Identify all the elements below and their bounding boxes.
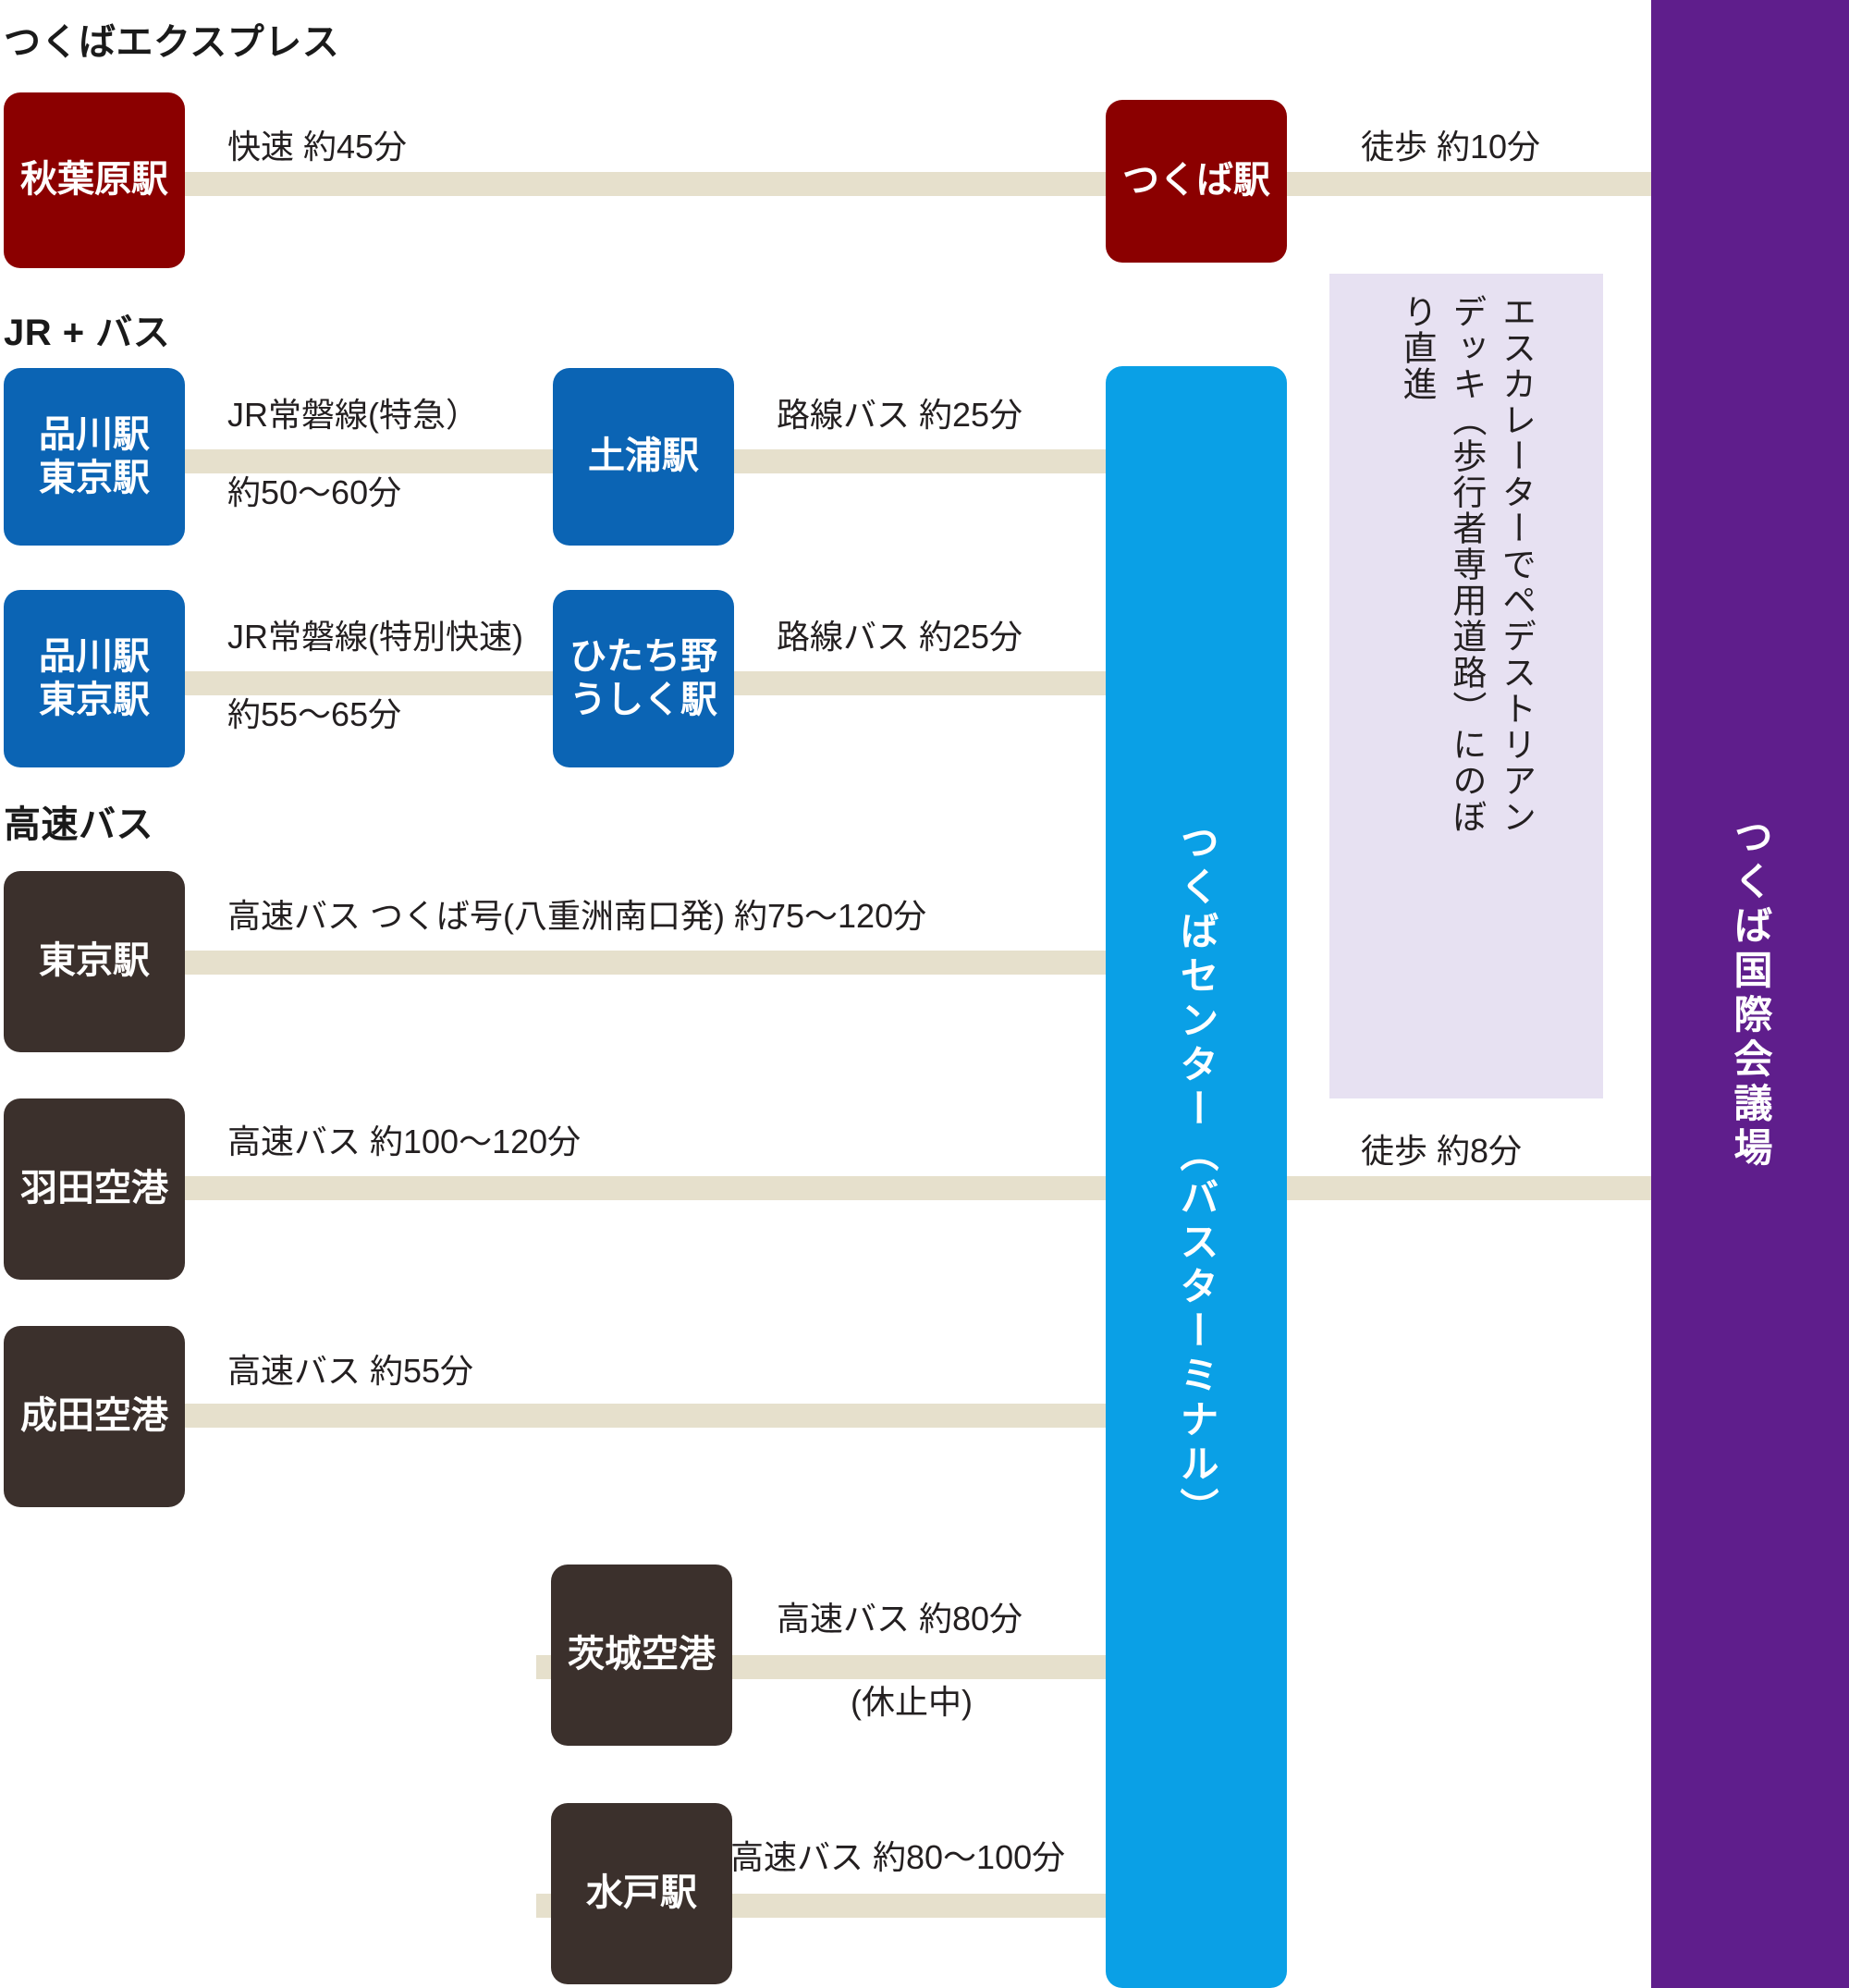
- section-heading-jr-bus: JR + バス: [4, 313, 171, 353]
- section-heading-highway-bus: 高速バス: [4, 804, 153, 845]
- node-hitachino-ushiku-station[interactable]: ひたち野 うしく駅: [553, 590, 734, 767]
- connector-center-venue: [1283, 1176, 1653, 1200]
- route-label-haneda-bus: 高速バス 約100〜120分: [227, 1123, 582, 1160]
- node-tsuchiura-station[interactable]: 土浦駅: [553, 368, 734, 546]
- node-shinagawa-tokyo-1[interactable]: 品川駅 東京駅: [4, 368, 185, 546]
- node-tsukuba-center[interactable]: つくばセンター（バスターミナル）: [1106, 366, 1287, 1988]
- node-ibaraki-airport-label: 茨城空港: [568, 1634, 716, 1675]
- node-tsukuba-international-congress-center[interactable]: つくば国際会議場: [1651, 0, 1849, 1988]
- route-label-jr-joban-ltd-exp: JR常磐線(特急）: [227, 396, 479, 434]
- connector-tokyo-station-center: [176, 951, 1119, 975]
- node-narita-airport-label: 成田空港: [20, 1395, 168, 1437]
- connector-tsukuba-station-venue: [1283, 172, 1653, 196]
- route-label-narita-bus: 高速バス 約55分: [227, 1352, 474, 1390]
- node-hitachino-ushiku-station-label: ひたち野 うしく駅: [569, 635, 717, 720]
- node-shinagawa-tokyo-2-label: 品川駅 東京駅: [39, 635, 150, 720]
- node-shinagawa-tokyo-1-label: 品川駅 東京駅: [39, 413, 150, 498]
- node-akihabara-station[interactable]: 秋葉原駅: [4, 92, 185, 268]
- route-label-center-walk: 徒歩 約8分: [1361, 1132, 1523, 1170]
- connector-akihabara-tsukuba: [176, 172, 1109, 196]
- node-tsukuba-center-label: つくばセンター（バスターミナル）: [1175, 822, 1218, 1532]
- route-label-akihabara-tsukuba: 快速 約45分: [227, 128, 408, 166]
- route-label-mito-bus: 高速バス 約80〜100分: [730, 1838, 1066, 1876]
- section-heading-tsukuba-express: つくばエクスプレス: [4, 22, 340, 63]
- node-tokyo-station-label: 東京駅: [39, 940, 150, 982]
- node-ibaraki-airport[interactable]: 茨城空港: [551, 1565, 732, 1746]
- route-label-ushiku-bus: 路線バス 約25分: [777, 618, 1023, 656]
- node-venue-label: つくば国際会議場: [1729, 816, 1772, 1172]
- node-haneda-airport-label: 羽田空港: [20, 1168, 168, 1209]
- route-label-tsuchiura-bus: 路線バス 約25分: [777, 396, 1023, 434]
- route-label-jr-joban-rapid: JR常磐線(特別快速): [227, 618, 523, 656]
- connector-tokyo-ushiku: [176, 671, 564, 695]
- route-label-tsukuba-station-walk: 徒歩 約10分: [1361, 128, 1541, 166]
- node-haneda-airport[interactable]: 羽田空港: [4, 1098, 185, 1280]
- route-label-jr-joban-ltd-exp-duration: 約50〜60分: [227, 473, 402, 511]
- route-label-tokyo-highway-bus: 高速バス つくば号(八重洲南口発) 約75〜120分: [227, 897, 927, 935]
- node-tsuchiura-station-label: 土浦駅: [588, 436, 699, 477]
- node-mito-station[interactable]: 水戸駅: [551, 1803, 732, 1984]
- node-mito-station-label: 水戸駅: [586, 1872, 697, 1914]
- node-narita-airport[interactable]: 成田空港: [4, 1326, 185, 1507]
- connector-narita-center: [176, 1404, 1119, 1428]
- escalator-note-text: エスカレーターでペデストリアンデッキ（歩行者専用道路）にのぼり直進: [1398, 294, 1536, 835]
- connector-tokyo-tsuchiura: [176, 449, 564, 473]
- connector-haneda-center: [176, 1176, 1119, 1200]
- node-akihabara-station-label: 秋葉原駅: [20, 159, 168, 201]
- node-tsukuba-station[interactable]: つくば駅: [1106, 100, 1287, 263]
- node-tokyo-station[interactable]: 東京駅: [4, 871, 185, 1052]
- node-tsukuba-station-label: つくば駅: [1122, 160, 1270, 202]
- route-label-ibaraki-bus: 高速バス 約80分: [777, 1600, 1023, 1638]
- escalator-note-panel: エスカレーターでペデストリアンデッキ（歩行者専用道路）にのぼり直進: [1329, 274, 1603, 1098]
- node-shinagawa-tokyo-2[interactable]: 品川駅 東京駅: [4, 590, 185, 767]
- route-label-jr-joban-rapid-duration: 約55〜65分: [227, 695, 402, 733]
- route-label-ibaraki-bus-note: (休止中): [851, 1683, 973, 1721]
